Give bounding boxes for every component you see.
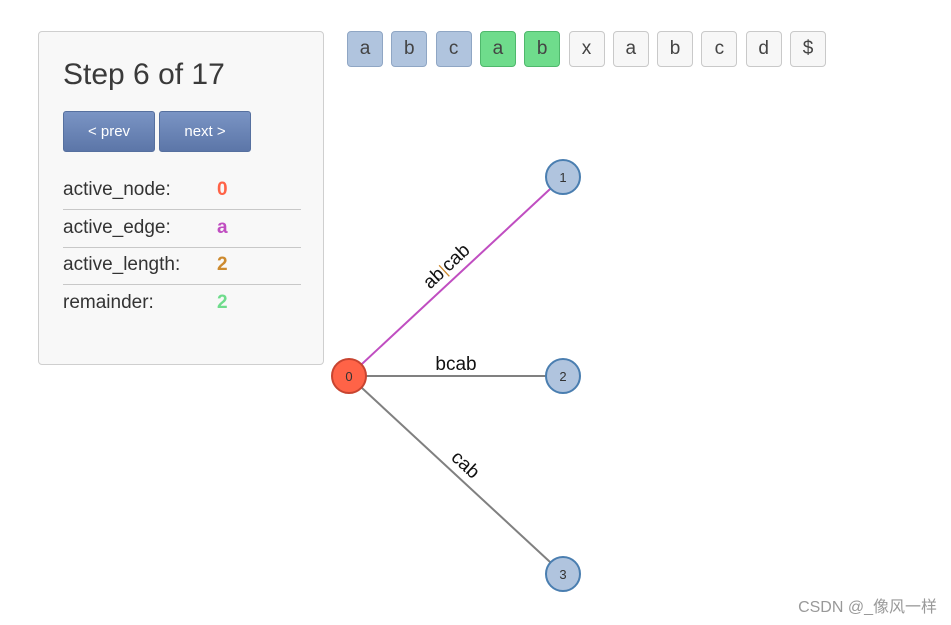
active-edge-row: active_edge: a: [63, 211, 301, 248]
active-node-row: active_node: 0: [63, 173, 301, 210]
tree-node: [545, 159, 581, 195]
remainder-label: remainder:: [63, 292, 154, 313]
edge-label: cab: [447, 447, 484, 483]
char-box: b: [524, 31, 561, 67]
node-label: 0: [345, 369, 352, 384]
char-box: a: [479, 31, 516, 67]
active-length-label: active_length:: [63, 254, 181, 275]
tree-node: [545, 556, 581, 592]
char-box: d: [745, 31, 782, 67]
active-edge-value: a: [217, 217, 228, 238]
step-title: Step 6 of 17: [63, 58, 225, 91]
char-box: a: [347, 31, 383, 67]
tree-edge: [348, 375, 564, 575]
char-box: $: [790, 31, 826, 67]
active-node-value: 0: [217, 179, 228, 200]
char-box: b: [391, 31, 428, 67]
char-box: b: [657, 31, 694, 67]
remainder-value: 2: [217, 292, 228, 313]
node-label: 2: [559, 369, 566, 384]
char-box: c: [435, 31, 472, 67]
tree-edge: [348, 176, 564, 377]
state-panel: Step 6 of 17 < prev next > active_node: …: [38, 31, 324, 365]
active-length-value: 2: [217, 254, 228, 275]
active-node-label: active_node:: [63, 179, 171, 200]
active-length-row: active_length: 2: [63, 248, 301, 285]
tree-node: [545, 358, 581, 394]
watermark: CSDN @_像风一样: [798, 599, 937, 616]
tree-node: [331, 358, 367, 394]
node-label: 1: [559, 170, 566, 185]
prev-button[interactable]: < prev: [63, 111, 155, 152]
next-button[interactable]: next >: [159, 111, 251, 152]
edge-label: bcab: [435, 354, 476, 375]
char-box: x: [568, 31, 605, 67]
active-edge-label: active_edge:: [63, 217, 171, 238]
char-box: a: [612, 31, 649, 67]
node-label: 3: [559, 567, 566, 582]
char-box: c: [701, 31, 738, 67]
remainder-row: remainder: 2: [63, 286, 301, 323]
